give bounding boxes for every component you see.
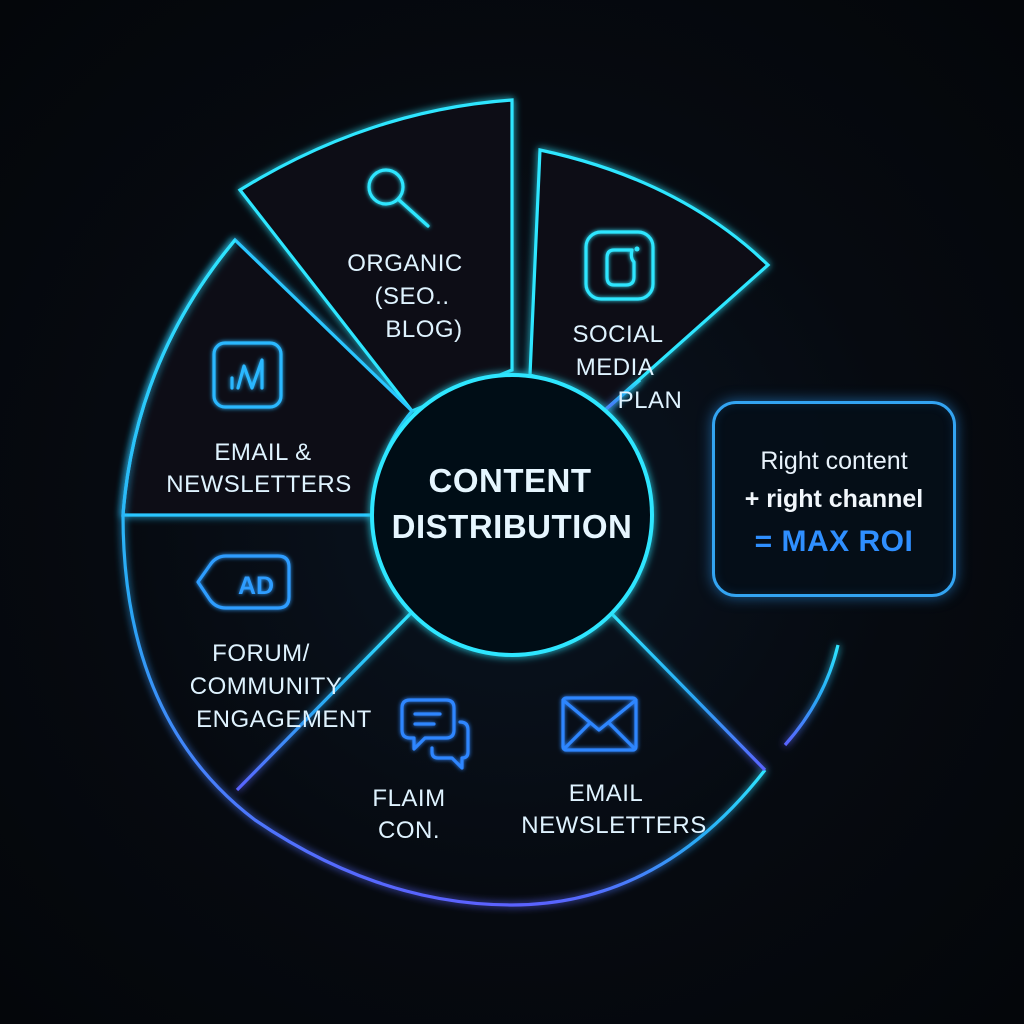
organic-label-line-1: ORGANIC (347, 250, 463, 277)
flaim-label-line-2: CON. (378, 817, 440, 844)
social-label-line-2: MEDIA (576, 354, 655, 381)
hub-title-line-2: DISTRIBUTION (392, 508, 633, 545)
social-label-line-1: SOCIAL (572, 321, 663, 348)
roi-callout-line-1: Right content (760, 447, 908, 475)
segment-organic (237, 98, 514, 413)
hub-circle (370, 373, 654, 657)
search-icon (367, 168, 430, 228)
roi-callout-line-2: + right channel (744, 485, 924, 513)
forum-label-line-1: FORUM/ (212, 640, 310, 667)
roi-callout-box: Right content + right channel = MAX ROI (712, 401, 956, 597)
spoke-bottom-left (235, 610, 414, 792)
social-label-line-3: PLAN (618, 387, 683, 414)
flaim-label-line-1: FLAIM (372, 785, 445, 812)
chart-icon (212, 341, 283, 409)
outer-ring-left (121, 238, 513, 907)
email-bottom-label-line-1: EMAIL (569, 780, 644, 807)
email-bottom-label-line-2: NEWSLETTERS (521, 812, 707, 839)
email-top-label-line-2: NEWSLETTERS (166, 471, 352, 498)
spoke-bottom-right (608, 610, 767, 772)
envelope-icon (561, 696, 638, 752)
chat-icon (400, 698, 470, 770)
email-top-label-line-1: EMAIL & (214, 439, 311, 466)
outer-ring-right-tail (783, 644, 840, 747)
outer-ring-right (511, 769, 767, 907)
organic-label-line-2: (SEO.. (374, 283, 449, 310)
instagram-icon (584, 230, 655, 301)
organic-label-line-3: BLOG) (385, 316, 462, 343)
spoke-top-right-inner (603, 378, 642, 412)
roi-callout-line-3: = MAX ROI (754, 525, 914, 558)
ad-icon-text: AD (238, 572, 274, 600)
forum-label-line-3: ENGAGEMENT (196, 706, 372, 733)
forum-label-line-2: COMMUNITY (190, 673, 342, 700)
hub-title-line-1: CONTENT (429, 462, 592, 499)
ad-icon: AD (196, 554, 291, 610)
